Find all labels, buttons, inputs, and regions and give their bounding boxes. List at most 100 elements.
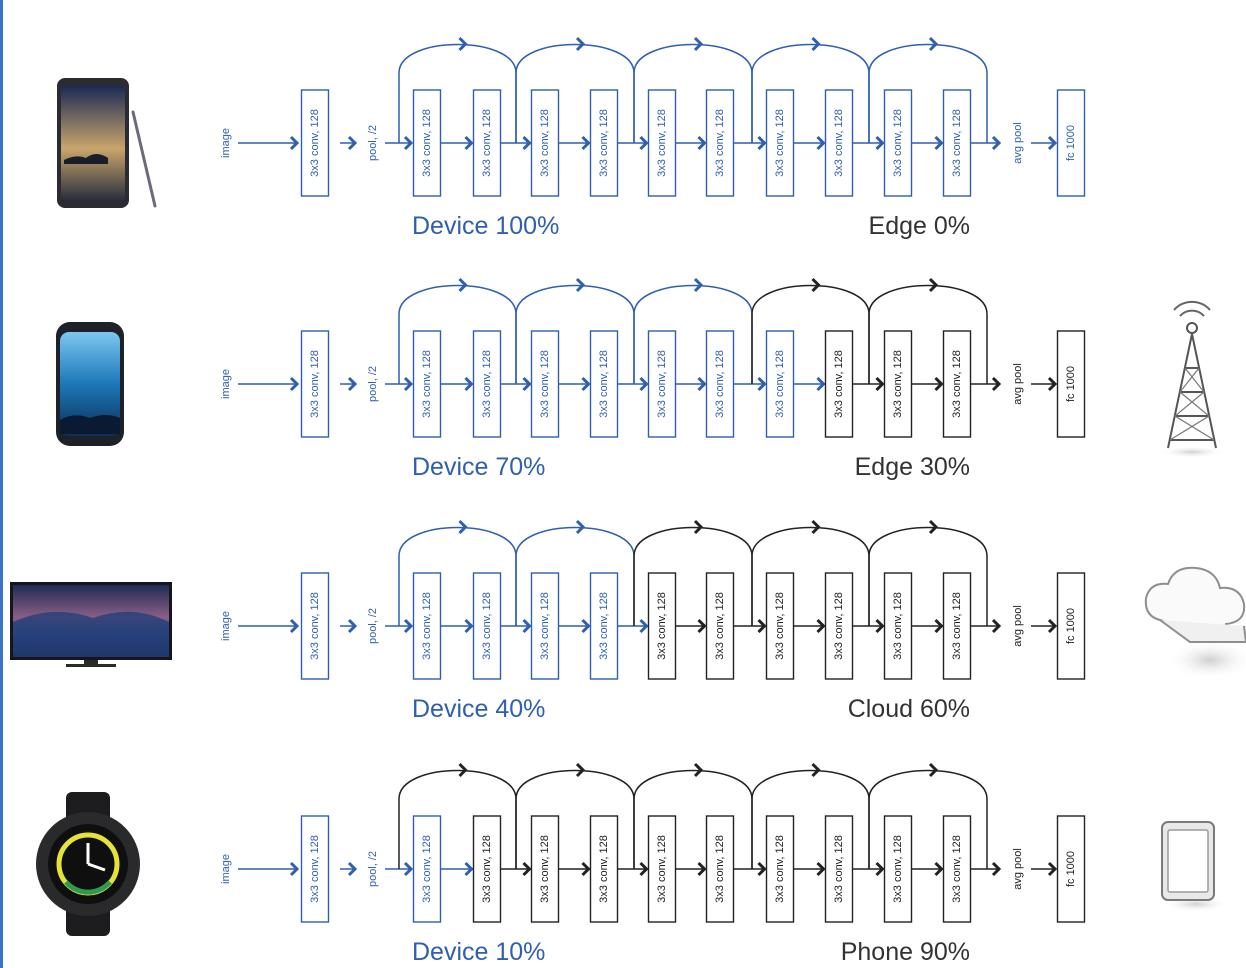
conv-layer: 3x3 conv, 128 <box>765 572 795 680</box>
conv-layer-label: 3x3 conv, 128 <box>833 109 845 177</box>
first-conv-layer-label: 3x3 conv, 128 <box>309 835 321 903</box>
skip-connection-head <box>458 762 468 778</box>
conv-layer: 3x3 conv, 128 <box>765 89 795 197</box>
skip-connection-path <box>633 526 753 626</box>
conv-layer-label: 3x3 conv, 128 <box>774 350 786 418</box>
arrow-conv-to-conv-head <box>816 861 826 877</box>
conv-layer-label: 3x3 conv, 128 <box>892 835 904 903</box>
conv-layer-frame <box>942 572 972 680</box>
conv-layer-label: 3x3 conv, 128 <box>539 109 551 177</box>
arrow-conv-to-conv-head <box>875 135 885 151</box>
arrow-image-to-conv-head <box>289 618 300 634</box>
conv-layer-label: 3x3 conv, 128 <box>714 592 726 660</box>
arrow-conv-to-conv-head <box>934 618 944 634</box>
conv-layer-label: 3x3 conv, 128 <box>481 109 493 177</box>
arrow-conv-to-conv <box>733 376 767 392</box>
skip-connection-path <box>751 284 870 384</box>
arrow-conv-to-pool <box>340 135 358 151</box>
pool-layer-label: pool, /2 <box>367 125 379 161</box>
skip-connection-head <box>575 519 586 535</box>
conv-layer-label: 3x3 conv, 128 <box>892 350 904 418</box>
conv-layer: 3x3 conv, 128 <box>705 815 735 923</box>
arrow-conv-to-conv <box>733 618 767 634</box>
arrow-conv-to-pool <box>340 618 358 634</box>
conv-layer-frame <box>883 89 913 197</box>
skip-connection <box>398 519 517 626</box>
conv-layer: 3x3 conv, 128 <box>705 330 735 438</box>
skip-connection-path <box>398 526 517 626</box>
arrow-conv-to-conv-head <box>581 861 591 877</box>
skip-connection <box>633 762 753 869</box>
conv-layer-label: 3x3 conv, 128 <box>421 592 433 660</box>
conv-layer: 3x3 conv, 128 <box>824 89 854 197</box>
skip-connection-path <box>868 284 988 384</box>
left-edge-rule <box>0 0 3 968</box>
arrow-conv-to-conv-head <box>581 135 591 151</box>
conv-layer: 3x3 conv, 128 <box>942 89 972 197</box>
arrow-conv-to-conv-head <box>639 376 649 392</box>
tablet-icon <box>1161 821 1230 912</box>
fc-layer: fc 1000 <box>1056 330 1086 438</box>
fc-layer-label: fc 1000 <box>1065 366 1077 402</box>
arrow-conv-to-conv <box>558 376 591 392</box>
arrow-conv-to-conv <box>852 618 885 634</box>
conv-layer-label: 3x3 conv, 128 <box>598 109 610 177</box>
conv-layer-frame <box>765 330 795 438</box>
arrow-conv-to-conv-head <box>697 376 707 392</box>
device-percentage: Device 40% <box>412 695 545 723</box>
arrow-avgpool-to-fc <box>1031 861 1058 877</box>
offload-percentage: Phone 90% <box>841 938 970 966</box>
conv-layer: 3x3 conv, 128 <box>647 330 677 438</box>
image-input-label: image <box>220 128 232 158</box>
skip-connection-head <box>928 277 939 293</box>
arrow-conv-to-conv <box>852 376 885 392</box>
skip-connection <box>868 762 988 869</box>
skip-connection-path <box>868 43 988 143</box>
skip-connection-head <box>928 36 939 52</box>
conv-layer-frame <box>589 89 619 197</box>
conv-layer-label: 3x3 conv, 128 <box>481 350 493 418</box>
first-conv-layer-label: 3x3 conv, 128 <box>309 350 321 418</box>
arrow-conv-to-conv <box>558 861 591 877</box>
conv-layer-label: 3x3 conv, 128 <box>714 350 726 418</box>
arrow-conv-to-conv-head <box>581 376 591 392</box>
conv-layer-label: 3x3 conv, 128 <box>481 835 493 903</box>
arrow-conv-to-conv <box>675 618 707 634</box>
arrow-conv-to-conv-head <box>522 135 532 151</box>
conv-layer-label: 3x3 conv, 128 <box>833 835 845 903</box>
skip-connection <box>751 762 870 869</box>
conv-layer-frame <box>530 815 560 923</box>
skip-connection-path <box>633 769 753 869</box>
arrow-conv-to-conv-head <box>875 376 885 392</box>
first-conv-layer-label: 3x3 conv, 128 <box>309 592 321 660</box>
skip-connection-path <box>515 284 635 384</box>
network-row-1: image 3x3 conv, 128 pool, /2 3x3 conv, 128 3… <box>220 36 1086 240</box>
arrow-conv-to-conv-head <box>816 135 826 151</box>
arrow-image-to-conv-head <box>289 376 300 392</box>
skip-connection <box>398 36 517 143</box>
arrow-avgpool-to-fc-head <box>1047 861 1058 877</box>
skip-connection-head <box>458 36 468 52</box>
conv-layer-frame <box>765 89 795 197</box>
arrow-conv-to-conv-head <box>875 618 885 634</box>
avg-pool-label: avg pool <box>1012 848 1024 890</box>
conv-layer-label: 3x3 conv, 128 <box>892 109 904 177</box>
skip-connection <box>515 519 635 626</box>
skip-connection-path <box>633 284 753 384</box>
skip-connection-head <box>928 519 939 535</box>
conv-layer-frame <box>942 89 972 197</box>
cloud-icon <box>1144 566 1246 680</box>
first-conv-layer: 3x3 conv, 128 <box>300 572 330 680</box>
arrow-image-to-conv-head <box>289 861 300 877</box>
conv-layer: 3x3 conv, 128 <box>883 815 913 923</box>
conv-layer-label: 3x3 conv, 128 <box>774 835 786 903</box>
skip-connection-head <box>458 277 468 293</box>
arrow-conv-to-pool-head <box>347 861 358 877</box>
arrow-conv-to-conv-head <box>464 861 474 877</box>
conv-layer-label: 3x3 conv, 128 <box>951 835 963 903</box>
pool-layer-label: pool, /2 <box>367 366 379 402</box>
conv-layer: 3x3 conv, 128 <box>824 815 854 923</box>
skip-connection <box>633 519 753 626</box>
skip-connection-path <box>398 43 517 143</box>
image-input-label: image <box>220 611 232 641</box>
